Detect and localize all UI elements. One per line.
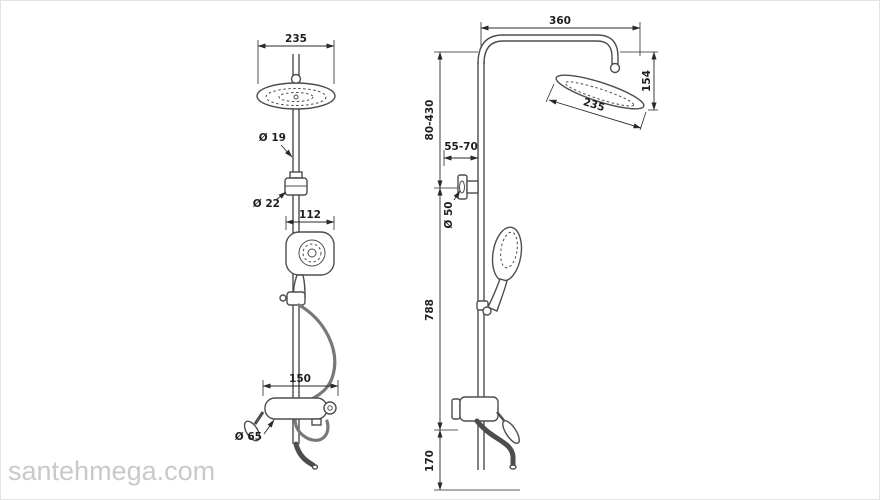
dim-side-arm-reach: 360 xyxy=(549,15,571,27)
dim-side-arm-reach-group: 360 xyxy=(480,15,641,56)
watermark-text: santehmega.com xyxy=(8,456,215,486)
dim-front-pipe-diameter-group: Ø 19 xyxy=(259,132,293,158)
mixer-side xyxy=(451,396,520,470)
front-view: 235 Ø 19 Ø 22 xyxy=(235,33,339,470)
dim-side-spout-height: 170 xyxy=(424,450,436,472)
dim-side-height-adjustment-group: 80-430 xyxy=(424,51,478,189)
dim-front-hand-shower-width: 112 xyxy=(299,209,321,221)
diverter-node-front xyxy=(284,171,308,196)
wall-bracket-side xyxy=(457,174,479,200)
diverter-knob-front xyxy=(323,401,337,415)
dim-front-mixer-width-group: 150 xyxy=(262,373,339,396)
side-view: 360 154 235 80 xyxy=(424,15,658,491)
dim-front-mixer-width: 150 xyxy=(289,373,311,385)
dim-side-head-drop-group: 154 xyxy=(620,51,658,111)
tub-spout-side xyxy=(474,418,516,467)
dim-front-pipe-diameter: Ø 19 xyxy=(259,132,286,144)
dim-front-escutcheon-diameter-group: Ø 65 xyxy=(235,419,275,443)
hand-shower-side xyxy=(476,226,523,316)
dim-front-hand-shower-width-group: 112 xyxy=(285,209,335,230)
dim-side-spout-height-group: 170 xyxy=(424,429,520,491)
mixer-lever-side xyxy=(502,420,520,444)
dim-side-flange-diameter: Ø 50 xyxy=(443,201,455,228)
dim-side-column-height: 788 xyxy=(424,299,436,321)
dim-front-head-width-group: 235 xyxy=(257,33,335,84)
slider-bracket-front xyxy=(279,291,306,306)
tub-spout-front xyxy=(293,441,319,470)
dim-side-head-drop: 154 xyxy=(641,70,653,92)
dim-side-column-height-group: 788 xyxy=(424,187,458,431)
dim-front-connector-diameter-group: Ø 22 xyxy=(253,191,287,210)
ball-joint-front xyxy=(290,73,302,85)
dim-front-escutcheon-diameter: Ø 65 xyxy=(235,431,262,443)
dim-side-height-adjustment: 80-430 xyxy=(424,100,436,141)
hand-shower-handle-side xyxy=(487,278,508,312)
ball-joint-side xyxy=(609,62,621,74)
dim-side-wall-offset: 55-70 xyxy=(444,141,478,153)
mixer-wall-plate-side xyxy=(451,398,461,420)
mixer-lever-front xyxy=(243,420,261,442)
dim-front-connector-diameter: Ø 22 xyxy=(253,198,280,210)
dim-side-wall-offset-group: 55-70 xyxy=(443,141,479,166)
overhead-shower-front xyxy=(256,54,336,110)
hose-inlet-front xyxy=(311,418,322,426)
shower-arm-side xyxy=(477,34,621,74)
dim-side-flange-diameter-group: Ø 50 xyxy=(443,190,461,229)
mixer-front xyxy=(243,397,337,442)
dim-front-head-width: 235 xyxy=(285,33,307,45)
